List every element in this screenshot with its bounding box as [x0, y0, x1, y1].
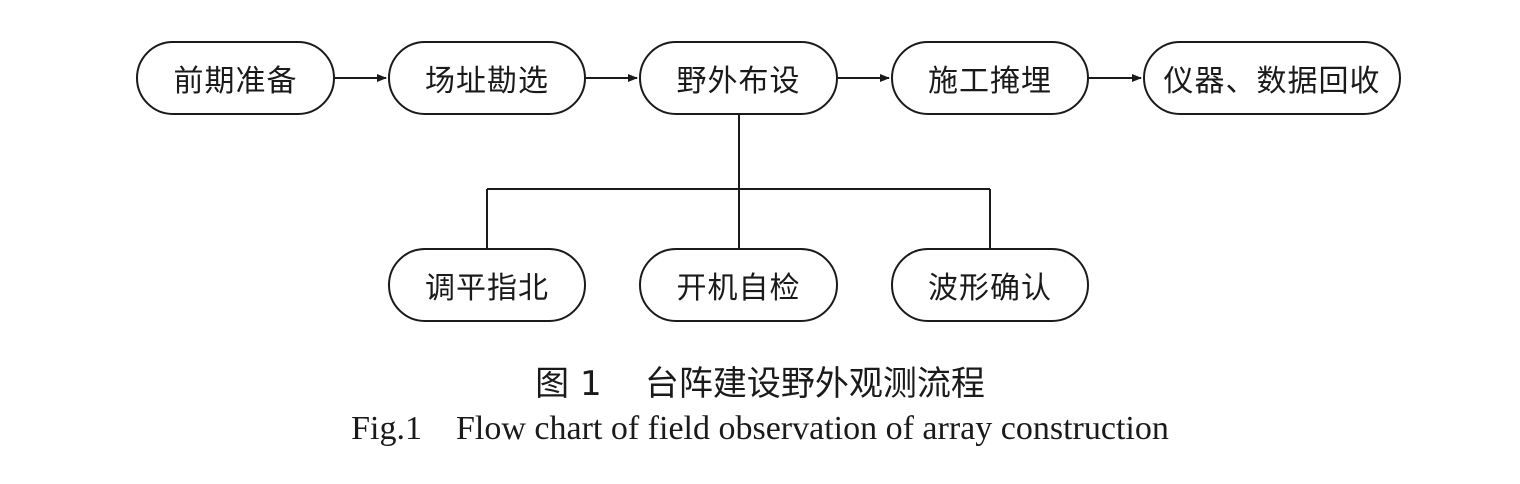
step-burial: 施工掩埋	[891, 41, 1089, 115]
step-label: 施工掩埋	[928, 64, 1052, 99]
substep-label: 调平指北	[425, 271, 549, 306]
substep-label: 开机自检	[676, 271, 801, 306]
step-recovery: 仪器、数据回收	[1143, 41, 1401, 115]
step-label: 野外布设	[676, 64, 801, 99]
figure-caption-chinese: 图 1 台阵建设野外观测流程	[535, 364, 985, 404]
step-label: 前期准备	[173, 64, 298, 99]
step-preparation: 前期准备	[136, 41, 335, 115]
branch-connector	[486, 115, 991, 248]
substep-leveling: 调平指北	[388, 248, 586, 322]
step-label: 仪器、数据回收	[1163, 64, 1381, 99]
substep-self-test: 开机自检	[639, 248, 838, 322]
substep-label: 波形确认	[928, 271, 1052, 306]
step-field-layout: 野外布设	[639, 41, 838, 115]
substep-waveform-check: 波形确认	[891, 248, 1089, 322]
figure-caption-english: Fig.1 Flow chart of field observation of…	[351, 410, 1169, 447]
step-site-selection: 场址勘选	[388, 41, 586, 115]
step-label: 场址勘选	[425, 64, 549, 99]
